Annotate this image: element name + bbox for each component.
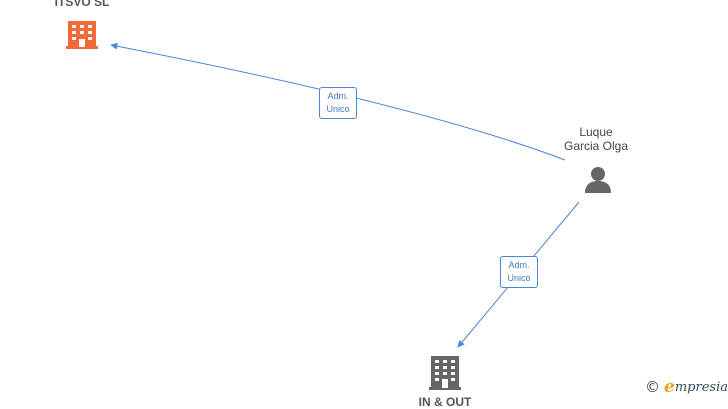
brand-rest: mpresia (674, 379, 728, 395)
person-name-line1: Luque (579, 125, 613, 139)
building-icon[interactable] (66, 21, 98, 49)
person-name-line2: Garcia Olga (563, 139, 629, 153)
relationship-diagram (66, 21, 611, 390)
empresia-watermark: © e mpresia (645, 377, 728, 397)
edge-label-top: Adm. Unico (319, 87, 357, 119)
edge-person-to-company-top (110, 42, 566, 161)
edge-label-bottom: Adm. Unico (500, 256, 538, 288)
copyright-icon: © (645, 378, 661, 396)
person-icon[interactable] (585, 167, 611, 193)
building-icon[interactable] (429, 356, 461, 390)
edge-label-bottom-line2: Unico (507, 273, 531, 283)
edge-label-bottom-line1: Adm. (508, 260, 530, 270)
company-top-name[interactable]: ITSVO SL (54, 0, 110, 9)
company-bottom-name[interactable]: IN & OUT (418, 395, 472, 409)
edge-label-top-line1: Adm. (327, 91, 349, 101)
brand-initial: e (664, 377, 675, 397)
edge-label-top-line2: Unico (326, 104, 350, 114)
person-name[interactable]: Luque Garcia Olga (546, 125, 646, 153)
